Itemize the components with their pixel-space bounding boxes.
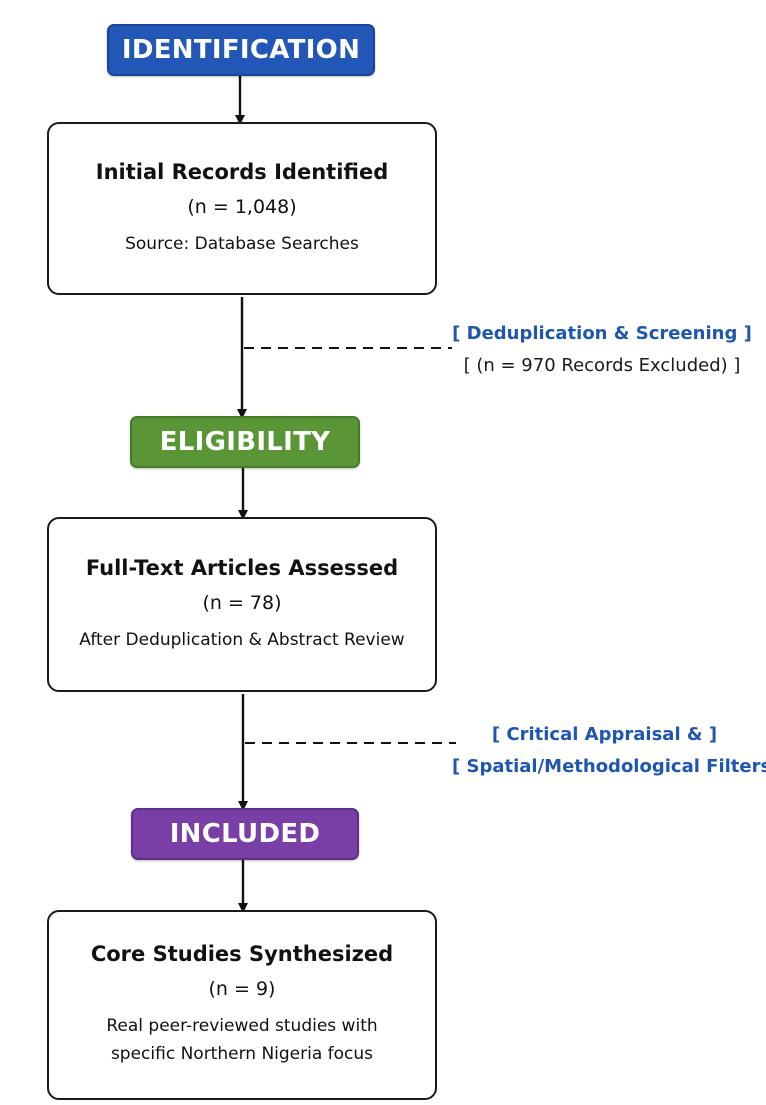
exclusion-count: [ (n = 970 Records Excluded) ]	[463, 355, 741, 376]
exclusion-note-dedup: [ Deduplication & Screening ] [ (n = 970…	[452, 318, 752, 382]
stage-identification: IDENTIFICATION	[107, 24, 375, 76]
exclusion-label: [ Deduplication & Screening ]	[452, 323, 752, 344]
box-detail-line: Real peer-reviewed studies with	[106, 1016, 378, 1036]
exclusion-note-appraisal: [ Critical Appraisal & ] [ Spatial/Metho…	[452, 719, 766, 783]
stage-included: INCLUDED	[131, 808, 359, 860]
box-count: (n = 1,048)	[187, 195, 297, 218]
box-count: (n = 9)	[208, 978, 276, 1000]
box-initial-records: Initial Records Identified (n = 1,048) S…	[47, 122, 437, 295]
box-title: Full-Text Articles Assessed	[85, 555, 399, 580]
box-detail-line: specific Northern Nigeria focus	[110, 1044, 374, 1064]
box-count: (n = 78)	[202, 591, 282, 614]
box-core-studies: Core Studies Synthesized (n = 9) Real pe…	[47, 910, 437, 1100]
box-detail: Source: Database Searches	[125, 233, 359, 254]
stage-eligibility: ELIGIBILITY	[130, 416, 360, 468]
exclusion-label: [ Spatial/Methodological Filters ]	[452, 756, 766, 777]
box-detail: After Deduplication & Abstract Review	[79, 629, 405, 650]
box-full-text-assessed: Full-Text Articles Assessed (n = 78) Aft…	[47, 517, 437, 692]
box-title: Core Studies Synthesized	[90, 942, 394, 966]
box-title: Initial Records Identified	[95, 159, 389, 184]
exclusion-label: [ Critical Appraisal & ]	[491, 724, 718, 745]
